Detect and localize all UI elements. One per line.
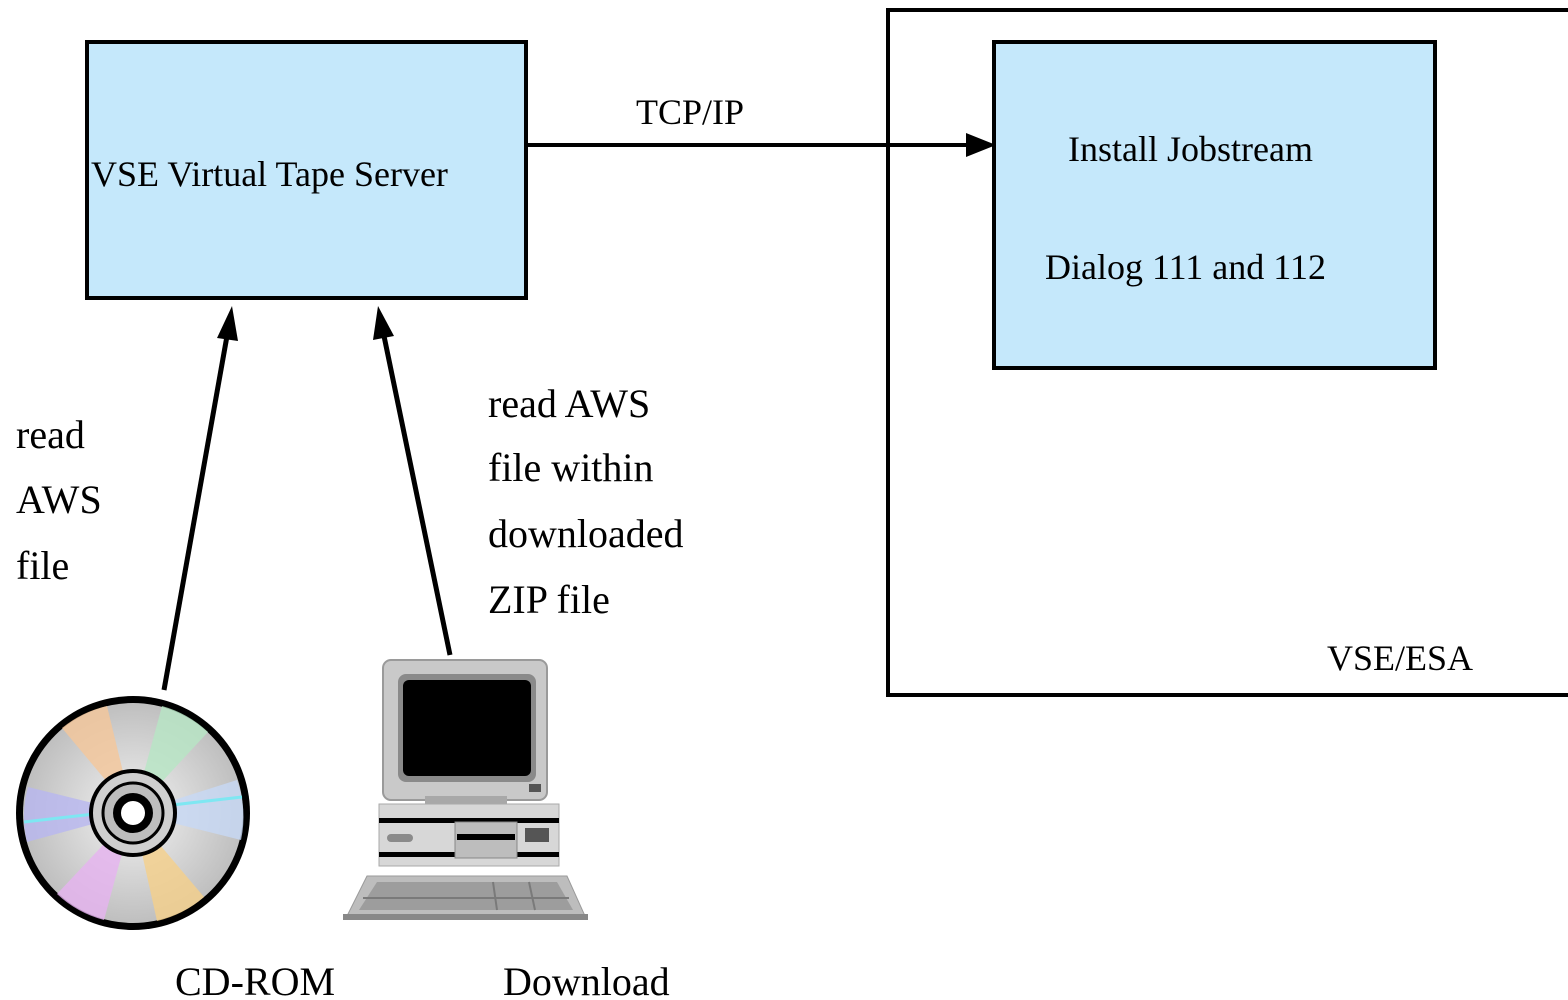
download-path-label-line-4: ZIP file bbox=[488, 577, 610, 622]
cdrom-to-server-arrow bbox=[161, 306, 238, 691]
install-box-line-2: Dialog 111 and 112 bbox=[1045, 247, 1326, 287]
cdrom-path-label-line-1: read bbox=[16, 412, 85, 457]
cdrom-path-label-line-3: file bbox=[16, 543, 70, 588]
cd-rom-caption: CD-ROM bbox=[175, 959, 336, 1000]
vse-virtual-tape-server-box bbox=[85, 40, 528, 300]
download-path-label-line-3: downloaded bbox=[488, 511, 684, 556]
download-path-label-line-2: file within bbox=[488, 445, 654, 490]
download-caption: Download bbox=[503, 959, 670, 1000]
tcp-ip-label: TCP/IP bbox=[636, 92, 745, 132]
cd-rom-disc-icon bbox=[16, 696, 250, 930]
tcp-ip-arrow bbox=[528, 133, 996, 157]
desktop-computer-icon bbox=[343, 659, 588, 920]
install-jobstream-box bbox=[992, 40, 1437, 370]
download-path-label-line-1: read AWS bbox=[488, 381, 651, 426]
server-box-label: VSE Virtual Tape Server bbox=[91, 154, 448, 194]
cdrom-path-label-line-2: AWS bbox=[16, 477, 102, 522]
vse-esa-label: VSE/ESA bbox=[1327, 638, 1474, 678]
install-box-line-1: Install Jobstream bbox=[1068, 129, 1313, 169]
download-to-server-arrow bbox=[373, 306, 453, 656]
